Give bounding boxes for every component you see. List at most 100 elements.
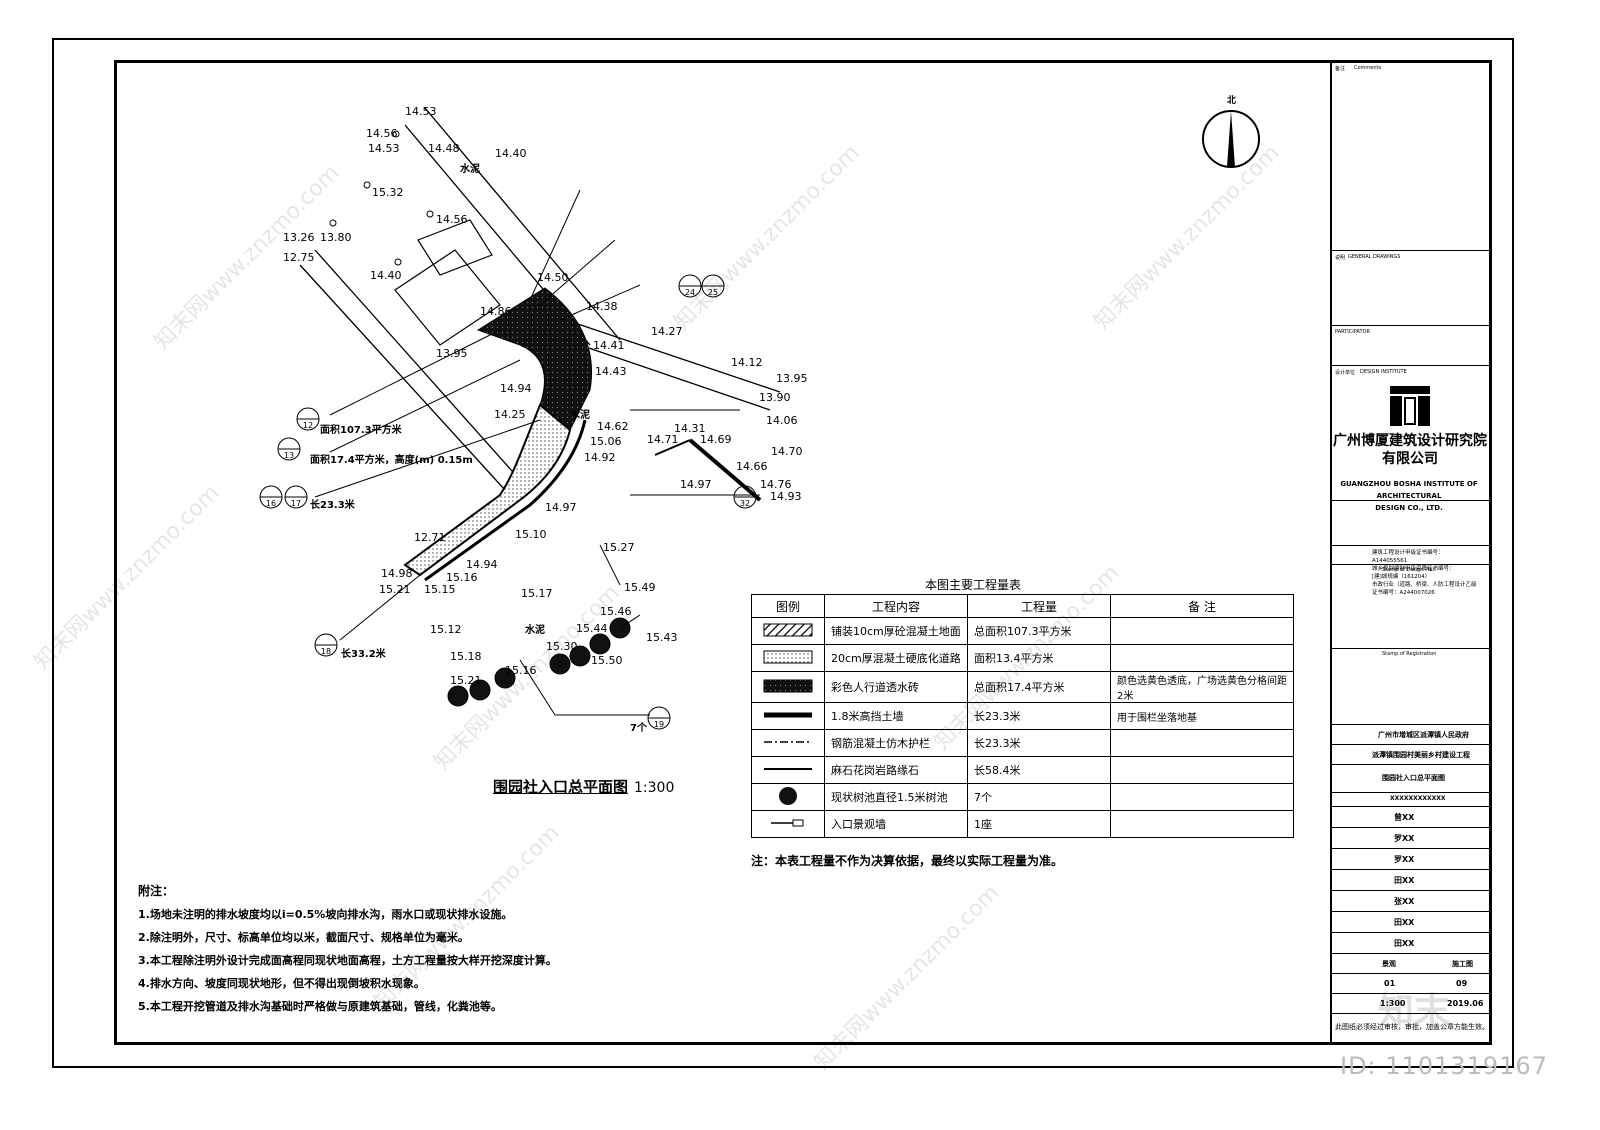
elev: 15.17 [521, 587, 553, 600]
elev: 15.30 [546, 640, 578, 653]
elev: 14.12 [731, 356, 763, 369]
elev: 15.16 [446, 571, 478, 584]
project-name: 派潭镇围园村美丽乡村建设工程 [1372, 751, 1470, 759]
quantities-note: 注：本表工程量不作为决算依据，最终以实际工程量为准。 [751, 854, 1064, 868]
elev: 15.32 [372, 186, 404, 199]
elev: 14.62 [597, 420, 629, 433]
note-cell: 用于围栏坐落地基 [1110, 702, 1294, 730]
svg-text:19: 19 [654, 720, 664, 729]
elev: 14.66 [736, 460, 768, 473]
elev: 14.40 [370, 269, 402, 282]
elev: 14.38 [586, 300, 618, 313]
note-cell [1110, 810, 1294, 838]
table-row: 入口景观墙 1座 [751, 810, 1294, 838]
qty-cell: 长23.3米 [967, 729, 1111, 757]
elev: 14.41 [593, 339, 625, 352]
cert-line: [建]城规编（161204） [1372, 574, 1431, 580]
note-item: 5.本工程开挖管道及排水沟基础时严格做与原建筑基础，管线，化粪池等。 [138, 1000, 502, 1013]
hatch-legend-icon [763, 623, 813, 636]
elev: 14.70 [771, 445, 803, 458]
svg-text:17: 17 [291, 499, 301, 508]
drawing-name: 围园社入口总平面图 [1382, 774, 1445, 782]
elev: 14.31 [674, 422, 706, 435]
client-name: 广州市增城区派潭镇人民政府 [1378, 731, 1469, 739]
discipline: 景观 [1382, 960, 1396, 968]
cert-line: A144055561 [1372, 558, 1408, 564]
elev: 14.27 [651, 325, 683, 338]
cert-line: 建筑工程设计甲级证书编号： [1372, 550, 1444, 556]
drawing-inner-border [114, 60, 1492, 1045]
cert-line: 证书编号：A244007026 [1372, 590, 1435, 596]
elev: 14.56 [436, 213, 468, 226]
quantities-table: 图例 工程内容 工程量 备 注 铺装10cm厚砼混凝土地面 总面积107.3平方… [751, 594, 1294, 838]
leader-lines [314, 189, 760, 716]
elev: 15.44 [576, 622, 608, 635]
svg-text:16: 16 [266, 499, 276, 508]
svg-text:长33.2米: 长33.2米 [341, 647, 387, 660]
project-number: XXXXXXXXXXXX [1390, 795, 1446, 802]
svg-text:北: 北 [1227, 94, 1236, 106]
svg-text:面积107.3平方米: 面积107.3平方米 [320, 423, 403, 436]
institute-en: DESIGN INSTITUTE [1360, 369, 1407, 375]
company-name-line1: 广州博厦建筑设计研究院 [1333, 433, 1487, 449]
scale-value: 1:300 [1380, 999, 1406, 1008]
elev: 15.21 [450, 674, 482, 687]
curved-walkway [403, 403, 572, 577]
stamp-design: Stamp of Design Plan [1382, 567, 1436, 573]
elev: 14.69 [700, 433, 732, 446]
table-row: 彩色人行道透水砖 总面积17.4平方米 颜色选黄色透底，广场选黄色分格间距2米 [751, 671, 1294, 703]
elev: 13.95 [436, 347, 468, 360]
elev: 14.98 [381, 567, 413, 580]
elev: 14.50 [537, 271, 569, 284]
header-cell: 图例 [751, 594, 825, 618]
survey-points [329, 130, 434, 266]
elev: 15.49 [624, 581, 656, 594]
drawn-by: 田XX [1394, 939, 1415, 948]
elev: 15.50 [591, 654, 623, 667]
remarks-en: Comments [1354, 65, 1382, 71]
project-manager: 罗XX [1394, 855, 1415, 864]
table-row: 现状树池直径1.5米树池 7个 [751, 783, 1294, 811]
plaza-hatch [476, 287, 593, 431]
general-en: GENERAL DRAWINGS [1348, 254, 1401, 260]
stage: 施工图 [1452, 960, 1473, 968]
note-cell: 颜色选黄色透底，广场选黄色分格间距2米 [1110, 671, 1294, 703]
note-cell [1110, 756, 1294, 784]
content-cell: 麻石花岗岩路缘石 [824, 756, 968, 784]
quantities-title: 本图主要工程量表 [925, 578, 1022, 592]
elev: 14.48 [428, 142, 460, 155]
elev: 15.21 [379, 583, 411, 596]
table-row: 1.8米高挡土墙 长23.3米 用于围栏坐落地基 [751, 702, 1294, 730]
qty-cell: 长23.3米 [967, 702, 1111, 730]
cert-line: 城乡规划编制甲级资质证书编号： [1372, 566, 1455, 572]
note-cell [1110, 783, 1294, 811]
qty-cell: 总面积17.4平方米 [967, 671, 1111, 703]
content-cell: 1.8米高挡土墙 [824, 702, 968, 730]
elev: 12.71 [414, 531, 446, 544]
content-cell: 钢筋混凝土仿木护栏 [824, 729, 968, 757]
note-item: 2.除注明外，尺寸、标高单位均以米，截面尺寸、规格单位为毫米。 [138, 931, 469, 944]
table-row: 钢筋混凝土仿木护栏 长23.3米 [751, 729, 1294, 757]
title-block: 备注 Comments 说明 GENERAL DRAWINGS PARTICIP… [1330, 62, 1490, 1042]
elev: 13.95 [776, 372, 808, 385]
general-label: 说明 [1335, 255, 1346, 261]
note-cell [1110, 729, 1294, 757]
elev: 15.43 [646, 631, 678, 644]
elev: 15.12 [430, 623, 462, 636]
content-cell: 20cm厚混凝土硬底化道路 [824, 644, 968, 672]
elev: 14.53 [405, 105, 437, 118]
table-row: 铺装10cm厚砼混凝土地面 总面积107.3平方米 [751, 617, 1294, 645]
participants-label: PARTICIPATOR [1335, 329, 1370, 335]
header-cell: 备 注 [1110, 594, 1294, 618]
drawing-outer-border [52, 38, 1514, 1068]
svg-text:面积17.4平方米，高度(m) 0.15m: 面积17.4平方米，高度(m) 0.15m [310, 453, 473, 466]
company-logo-icon [1390, 386, 1430, 426]
qty-cell: 面积13.4平方米 [967, 644, 1111, 672]
svg-text:7个: 7个 [630, 721, 648, 734]
company-en-line2: DESIGN CO., LTD. [1375, 504, 1443, 512]
svg-text:13: 13 [284, 451, 294, 460]
annotations: 水泥 水泥 水泥 面积107.3平方米 面积17.4平方米，高度(m) 0.15… [310, 162, 648, 734]
header-cell: 工程内容 [824, 594, 968, 618]
notes-heading: 附注： [138, 884, 175, 898]
